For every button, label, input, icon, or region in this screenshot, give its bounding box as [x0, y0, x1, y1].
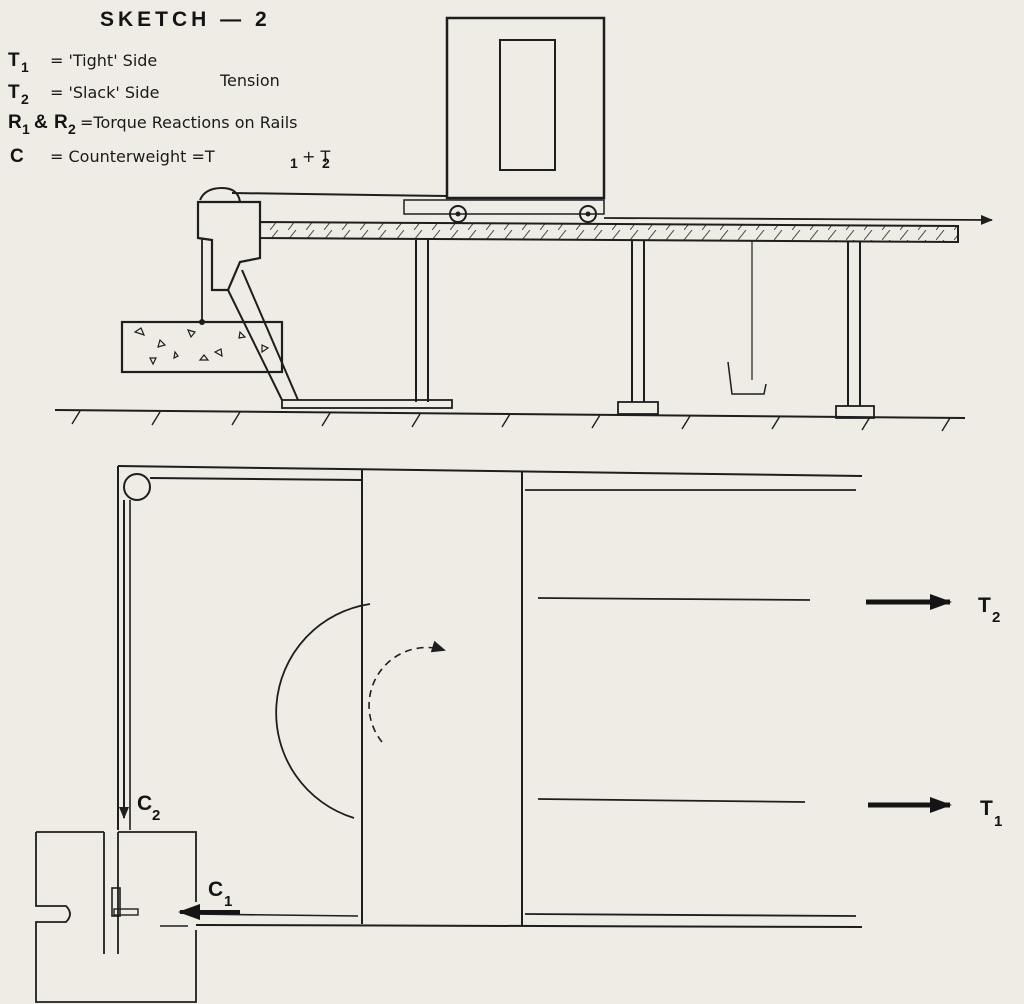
- legend-t2-sub: 2: [21, 91, 29, 107]
- legend-t1: T 1 = 'Tight' Side: [8, 50, 157, 75]
- trolley-wheel-left: [449, 205, 467, 223]
- t2-tension-line: [537, 597, 811, 601]
- legend-r2-sub: 2: [68, 121, 76, 137]
- counterweight-block: [120, 320, 284, 374]
- label-t2: T 2: [978, 594, 1000, 626]
- column-1: [415, 240, 429, 402]
- torque-arc: [275, 603, 371, 819]
- trolley-frame: [403, 199, 605, 215]
- label-c1: C 1: [208, 878, 232, 910]
- side-elevation: [54, 16, 993, 432]
- label-t1-sub: 1: [994, 813, 1002, 830]
- c1-anchor: [113, 908, 139, 916]
- trolley-wheel-right-hub: [585, 211, 591, 217]
- door-frame: [445, 16, 606, 200]
- label-c2-symbol: C: [137, 792, 152, 815]
- brace-right: [241, 269, 299, 401]
- label-t1: T 1: [980, 797, 1002, 830]
- pendant-control: [727, 240, 767, 395]
- torque-rotation-arrow: [368, 640, 446, 743]
- legend-tension: Tension: [219, 71, 280, 90]
- column-2: [617, 240, 659, 415]
- plan-rail-top: [117, 465, 863, 477]
- label-t2-sub: 2: [992, 609, 1000, 626]
- label-c2: C 2: [137, 792, 160, 824]
- label-t2-symbol: T: [978, 594, 991, 617]
- legend-t1-symbol: T: [8, 50, 20, 71]
- legend-r: R 1 & R 2 =Torque Reactions on Rails: [8, 112, 298, 137]
- legend-t1-sub: 1: [21, 59, 29, 75]
- door-window: [499, 39, 556, 171]
- plan-rail-bottom-inner: [524, 913, 857, 917]
- rope-upper: [231, 192, 448, 197]
- trolley-wheel-left-hub: [455, 211, 461, 217]
- legend-t2: T 2 = 'Slack' Side: [8, 82, 159, 107]
- pit-bracket: [111, 887, 121, 917]
- legend-c-sub-b: 2: [322, 155, 330, 171]
- label-c1-sub: 1: [224, 893, 232, 910]
- label-c1-symbol: C: [208, 878, 223, 901]
- brace-left: [227, 289, 283, 401]
- legend-t1-text: = 'Tight' Side: [50, 51, 157, 70]
- trolley-wheel-right: [579, 205, 597, 223]
- legend-c-text: = Counterweight =T: [50, 147, 215, 166]
- legend: T 1 = 'Tight' Side T 2 = 'Slack' Side Te…: [8, 50, 330, 171]
- plan-view: T 2 T 1 C 2 C 1: [35, 465, 1002, 1003]
- rail-beam: [259, 220, 959, 244]
- ground-hatching: [71, 410, 951, 432]
- head-pulley: [199, 186, 241, 203]
- legend-c-symbol: C: [10, 146, 24, 167]
- sketch-title: SKETCH — 2: [100, 8, 271, 31]
- legend-c-sub-a: 1: [290, 155, 298, 171]
- plan-rope-top: [149, 477, 363, 481]
- counterweight-pit: [35, 831, 197, 1003]
- c1-cable: [189, 913, 359, 917]
- plan-pulley: [123, 473, 151, 501]
- t1-tension-line: [537, 798, 806, 803]
- label-c2-sub: 2: [152, 807, 160, 824]
- legend-amp: &: [34, 112, 48, 133]
- legend-t2-symbol: T: [8, 82, 20, 103]
- pulley-housing: [196, 200, 262, 292]
- legend-c: C = Counterweight =T 1 + T 2: [10, 146, 330, 171]
- legend-r2-symbol: R: [54, 112, 68, 133]
- plan-rail-bottom: [195, 924, 863, 928]
- column-3: [835, 242, 875, 419]
- legend-r1-symbol: R: [8, 112, 22, 133]
- rope-tension-arrow: [603, 214, 993, 225]
- legend-r-text: =Torque Reactions on Rails: [80, 113, 298, 132]
- legend-c-plus: + T: [302, 147, 330, 166]
- base-plate: [281, 399, 453, 409]
- legend-r1-sub: 1: [22, 121, 30, 137]
- legend-t2-text: = 'Slack' Side: [50, 83, 159, 102]
- label-t1-symbol: T: [980, 797, 993, 820]
